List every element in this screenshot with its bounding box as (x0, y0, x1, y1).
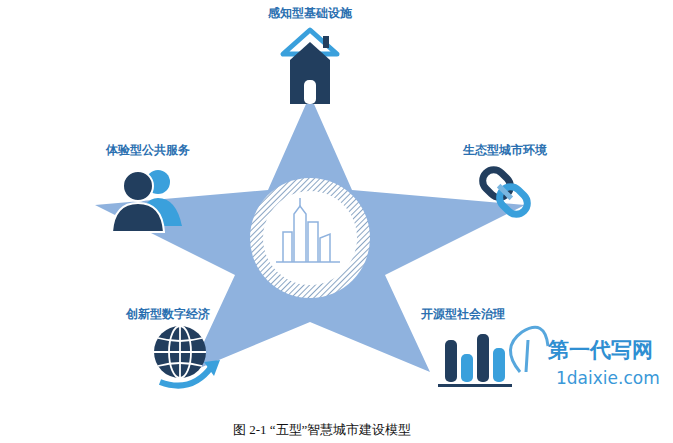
star-shape (95, 95, 525, 372)
category-label: 生态型城市环境 (463, 142, 547, 159)
center-disc (263, 191, 357, 285)
watermark: 1daixie.com (556, 368, 660, 388)
category-label: 创新型数字经济 (126, 306, 210, 323)
center-ring (250, 178, 370, 298)
category-label: 体验型公共服务 (106, 142, 190, 159)
bar-chart-icon (438, 334, 512, 387)
house-icon (283, 30, 337, 104)
people-icon (112, 170, 182, 232)
category-label: 感知型基础设施 (268, 5, 352, 22)
skyline-icon (276, 198, 340, 262)
watermark: 第一代写网 (548, 336, 653, 364)
watermark-logo (510, 327, 548, 372)
globe-icon (154, 326, 220, 386)
figure-caption: 图 2-1 “五型”智慧城市建设模型 (233, 421, 411, 439)
category-label: 开源型社会治理 (421, 306, 505, 323)
chain-icon (478, 165, 532, 219)
